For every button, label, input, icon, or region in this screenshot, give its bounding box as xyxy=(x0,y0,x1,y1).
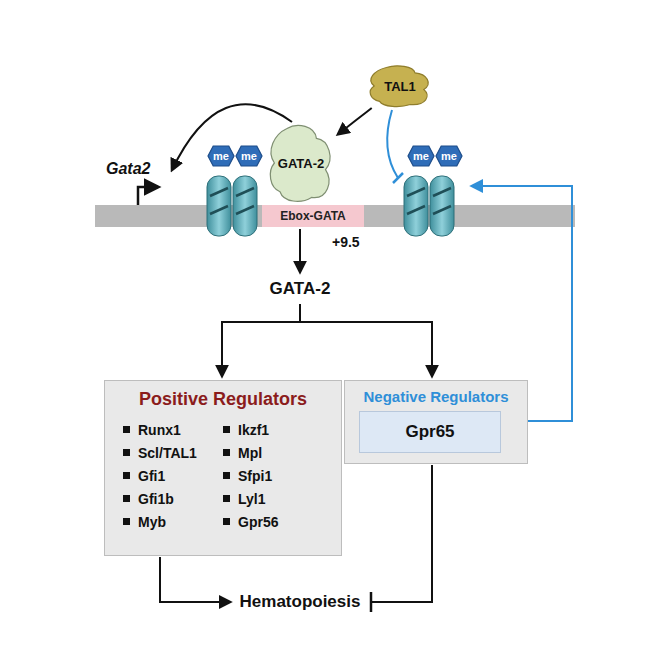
bullet xyxy=(123,449,130,456)
methyl-hexagon: me xyxy=(436,146,462,166)
methyl-hexagon: me xyxy=(208,146,234,166)
activation-arrow xyxy=(338,108,372,134)
gene-name: Lyl1 xyxy=(238,491,266,507)
bullet xyxy=(123,426,130,433)
gata2-blob: GATA-2 xyxy=(266,122,336,204)
gene-name: Ikzf1 xyxy=(238,422,269,438)
bullet xyxy=(223,426,230,433)
dna-bar xyxy=(95,205,575,227)
bullet xyxy=(123,472,130,479)
node-text: me xyxy=(213,150,229,162)
node-text: Gpr65 xyxy=(405,422,454,442)
process-label: Hematopoiesis xyxy=(240,592,361,612)
panel-title: Negative Regulators xyxy=(345,388,527,405)
node-text: me xyxy=(413,150,429,162)
bullet xyxy=(223,495,230,502)
protein-label: GATA-2 xyxy=(270,279,331,299)
gene-name: Mpl xyxy=(238,445,262,461)
regulator-panel: Positive RegulatorsRunx1Scl/TAL1Gfi1Gfi1… xyxy=(104,380,342,556)
bullet xyxy=(223,472,230,479)
panel-title: Positive Regulators xyxy=(105,389,341,410)
gene-name: Gfi1b xyxy=(138,491,174,507)
methyl-hexagon: me xyxy=(236,146,262,166)
activation-line xyxy=(160,557,230,602)
gene-box: Gpr65 xyxy=(359,411,501,453)
enhancer-region: Ebox-GATA xyxy=(262,205,364,227)
bullet xyxy=(123,495,130,502)
gene-name: Myb xyxy=(138,514,166,530)
inhibition-bar xyxy=(393,173,403,183)
fork-line xyxy=(222,304,300,376)
gene-name: Sfpi1 xyxy=(238,468,272,484)
gene-name: Gpr56 xyxy=(238,514,278,530)
position-label: +9.5 xyxy=(332,234,360,250)
promoter-arrow xyxy=(138,187,158,205)
bullet xyxy=(223,449,230,456)
inhibition-line xyxy=(372,465,432,602)
nucleosome xyxy=(207,176,257,236)
inhibition-line xyxy=(387,110,398,178)
node-text: GATA-2 xyxy=(278,156,324,171)
bullet xyxy=(123,518,130,525)
gene-name: Scl/TAL1 xyxy=(138,445,197,461)
gene-name: Gfi1 xyxy=(138,468,165,484)
node-text: Ebox-GATA xyxy=(280,209,346,223)
down-arrow xyxy=(299,229,301,272)
node-text: me xyxy=(441,150,457,162)
fork-line xyxy=(300,322,432,376)
methyl-hexagon: me xyxy=(408,146,434,166)
nucleosome xyxy=(404,176,454,236)
node-text: TAL1 xyxy=(384,79,416,94)
tal1-blob: TAL1 xyxy=(366,64,434,108)
gene-label: Gata2 xyxy=(106,160,150,178)
gene-name: Runx1 xyxy=(138,422,181,438)
inhibition-bar xyxy=(370,592,373,612)
node-text: me xyxy=(241,150,257,162)
bullet xyxy=(223,518,230,525)
regulator-panel: Negative RegulatorsGpr65 xyxy=(344,380,528,464)
